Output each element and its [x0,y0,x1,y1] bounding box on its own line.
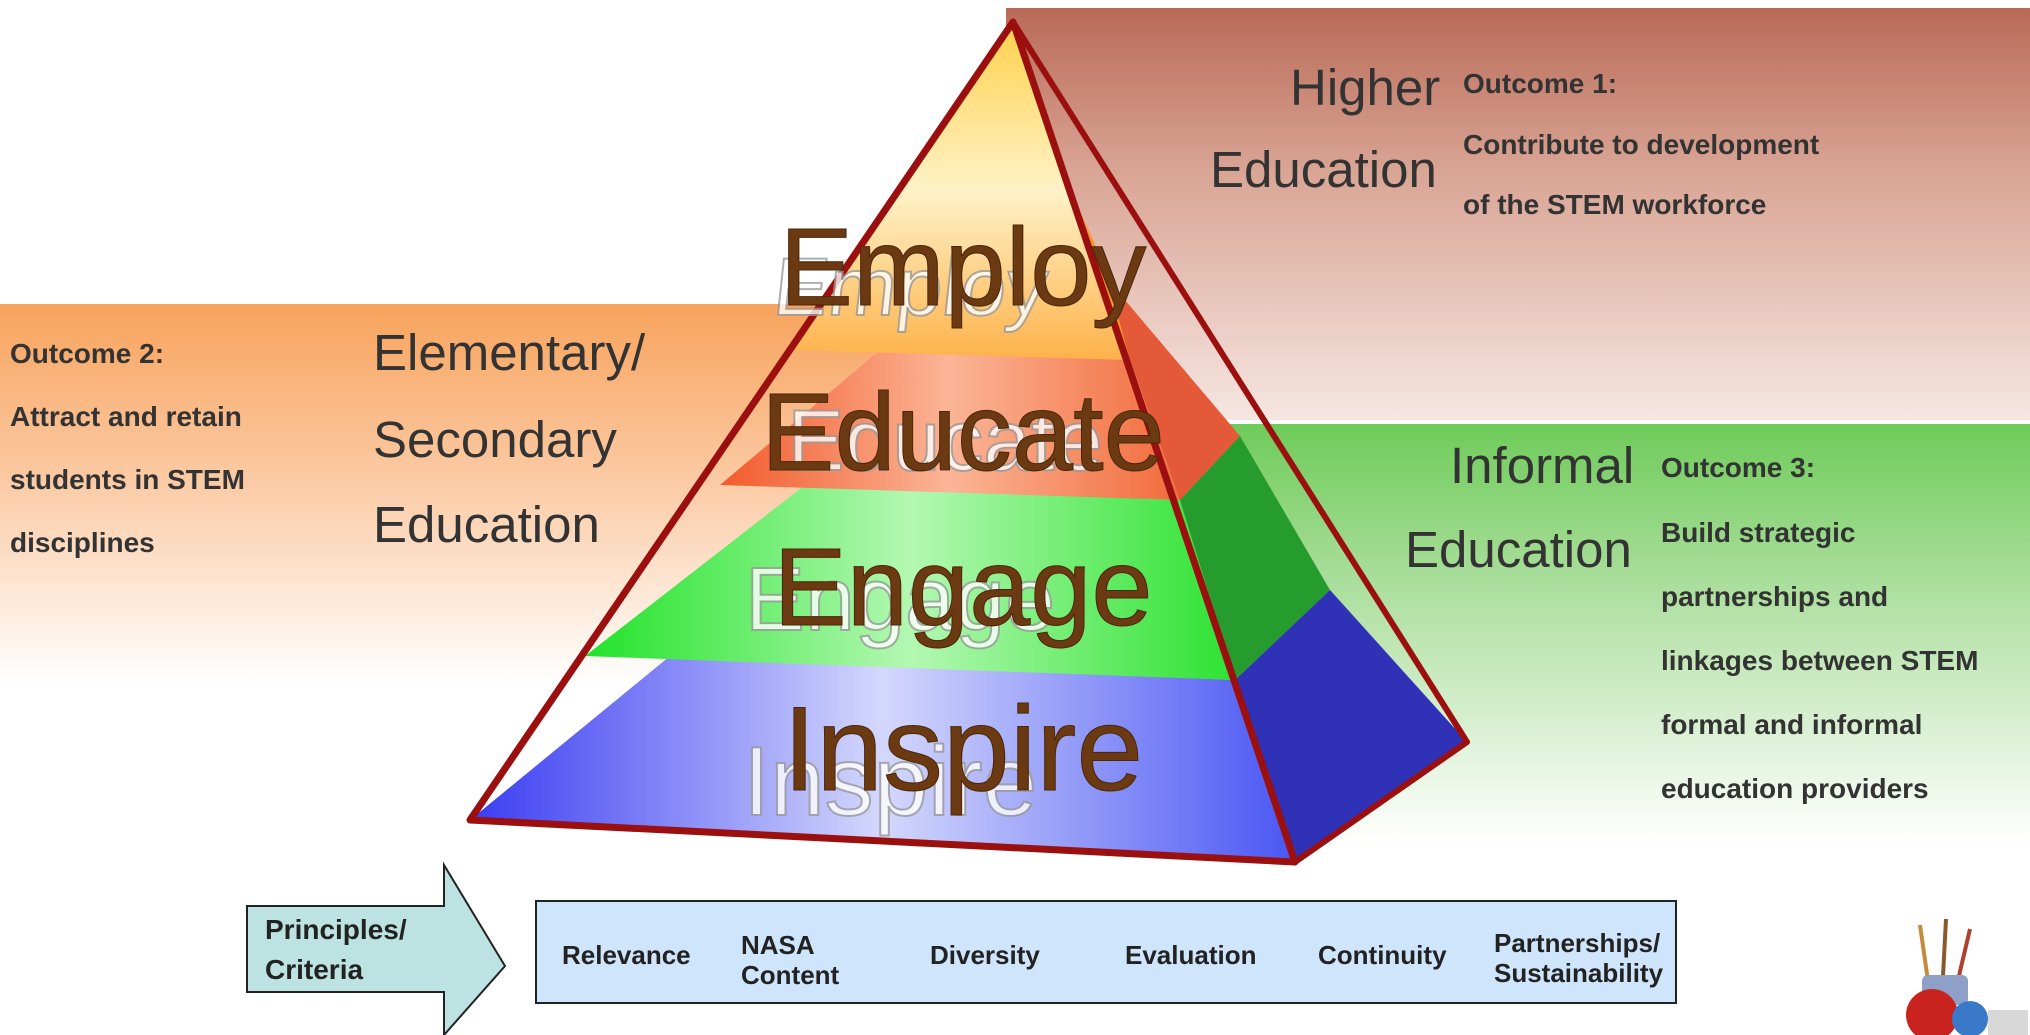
employ-label: Employ [780,206,1147,329]
inspire-layer [470,656,1295,860]
pyramid-side-outline [1010,20,1470,865]
partner-line-1: Partnerships/ [1494,928,1661,958]
outcome-3-line-2: partnerships and [1661,581,1889,612]
pyramid-front-outline [466,18,1299,866]
outcome-3-line-1: Build strategic [1661,517,1856,548]
outcome-2-title: Outcome 2: [10,338,165,369]
outcome-2-line-1: Attract and retain [10,401,242,432]
nasa-line-2: Content [741,960,840,990]
criterion-continuity: Continuity [1318,940,1447,970]
nasa-line-1: NASA [741,930,815,960]
higher-ed-label-1: Higher [1290,59,1441,116]
employ-layer [790,22,1130,360]
criterion-partnerships: Partnerships/ Sustainability [1494,928,1663,988]
outcome-3-title: Outcome 3: [1661,452,1816,483]
apple-books-icon [1906,918,2028,1035]
side-inspire [1235,590,1467,860]
criterion-relevance: Relevance [562,940,691,970]
elementary-label-2: Secondary [373,411,617,468]
informal-label-2: Education [1405,521,1632,578]
educate-ghost: Educate [787,393,1103,489]
informal-label-1: Informal [1450,437,1635,494]
engage-label: Engage [773,526,1152,649]
elementary-label-1: Elementary/ [373,324,646,381]
criterion-evaluation: Evaluation [1125,940,1257,970]
side-engage [1180,436,1330,680]
educate-label: Educate [761,371,1165,494]
criterion-diversity: Diversity [930,940,1040,970]
outcome-3-line-4: formal and informal [1661,709,1923,740]
principles-arrow [246,861,507,1035]
principles-line-1: Principles/ [265,914,407,945]
outcome-1-line-1: Contribute to development [1463,129,1820,160]
engage-ghost: Engage [745,550,1055,650]
inspire-label: Inspire [783,682,1143,816]
outcome-3-line-3: linkages between STEM [1661,645,1979,676]
criteria-box [535,900,1677,1004]
outcome-1-title: Outcome 1: [1463,68,1618,99]
outcome-3-line-5: education providers [1661,773,1929,804]
outcome-1-line-2: of the STEM workforce [1463,189,1767,220]
elementary-label-3: Education [373,496,600,553]
employ-ghost: Employ [769,242,1052,333]
inspire-ghost: Inspire [743,726,1037,836]
outcome-2-line-2: students in STEM [10,464,245,495]
educate-layer [720,350,1180,500]
outcome-2-line-3: disciplines [10,527,155,558]
partner-line-2: Sustainability [1494,958,1664,988]
criterion-nasa-content: NASA Content [741,930,839,990]
higher-education-band [1006,8,2030,420]
higher-ed-label-2: Education [1210,141,1437,198]
principles-line-2: Criteria [265,954,363,985]
side-educate [1108,280,1240,500]
engage-layer [585,485,1235,680]
